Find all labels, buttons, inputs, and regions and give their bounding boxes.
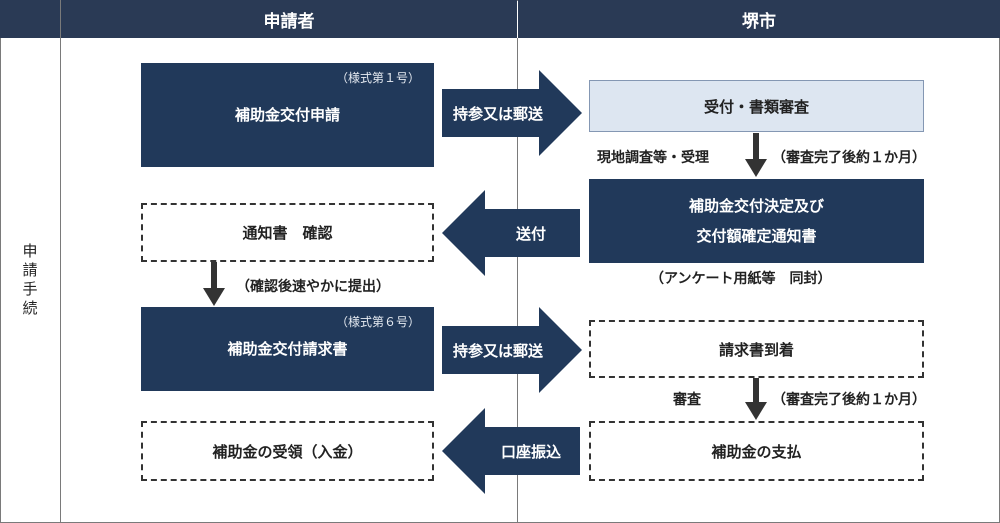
note-site-check: 現地調査等・受理 [597, 150, 709, 166]
receipt-label: 補助金の受領（入金） [212, 442, 363, 461]
decision-line2: 交付額確定通知書 [696, 227, 817, 245]
header-applicant: 申請者 [61, 0, 517, 38]
down-arrow-applicant [202, 262, 226, 308]
note-prompt-submit: （確認後速やかに提出） [236, 279, 390, 295]
box-receipt: 補助金の受領（入金） [141, 421, 434, 481]
decision-line1: 補助金交付決定及び [688, 197, 824, 215]
box-decision: 補助金交付決定及び 交付額確定通知書 [589, 179, 924, 263]
arrow-send: 送付 [442, 190, 580, 276]
form-number-6: （様式第６号） [335, 315, 420, 329]
side-label-text: 申請手続 [20, 242, 39, 319]
box-notice-check: 通知書 確認 [141, 203, 434, 262]
header-blank [0, 0, 60, 38]
box-arrival: 請求書到着 [589, 320, 924, 378]
box-review: 受付・書類審査 [589, 80, 924, 132]
review-label: 受付・書類審査 [703, 97, 809, 116]
arrow-send-label: 送付 [515, 224, 546, 243]
box-application: （様式第１号） 補助金交付申請 [141, 63, 434, 167]
box-payment: 補助金の支払 [589, 421, 924, 481]
note-one-month-1: （審査完了後約１か月） [772, 150, 926, 166]
arrow-submit-2: 持参又は郵送 [442, 307, 582, 393]
request-label: 補助金交付請求書 [227, 340, 348, 358]
arrival-label: 請求書到着 [718, 340, 794, 359]
arrow-submit-1: 持参又は郵送 [442, 70, 582, 156]
payment-label: 補助金の支払 [711, 442, 802, 461]
divider-center [517, 38, 518, 523]
arrow-submit-2-label: 持参又は郵送 [452, 341, 543, 360]
note-enclosed: （アンケート用紙等 同封） [650, 271, 832, 287]
down-arrow-city-2 [744, 378, 768, 422]
header-city: 堺市 [518, 0, 1000, 38]
arrow-transfer: 口座振込 [442, 408, 580, 494]
arrow-transfer-label: 口座振込 [500, 442, 561, 461]
form-number-1: （様式第１号） [335, 71, 420, 85]
box-request: （様式第６号） 補助金交付請求書 [141, 307, 434, 391]
application-label: 補助金交付申請 [234, 106, 340, 124]
note-one-month-2: （審査完了後約１か月） [772, 392, 926, 408]
side-label: 申請手続 [0, 38, 60, 523]
divider-left [60, 0, 61, 523]
note-inspection: 審査 [673, 392, 701, 408]
down-arrow-city-1 [744, 133, 768, 179]
arrow-submit-1-label: 持参又は郵送 [452, 104, 543, 123]
notice-check-label: 通知書 確認 [242, 224, 333, 242]
